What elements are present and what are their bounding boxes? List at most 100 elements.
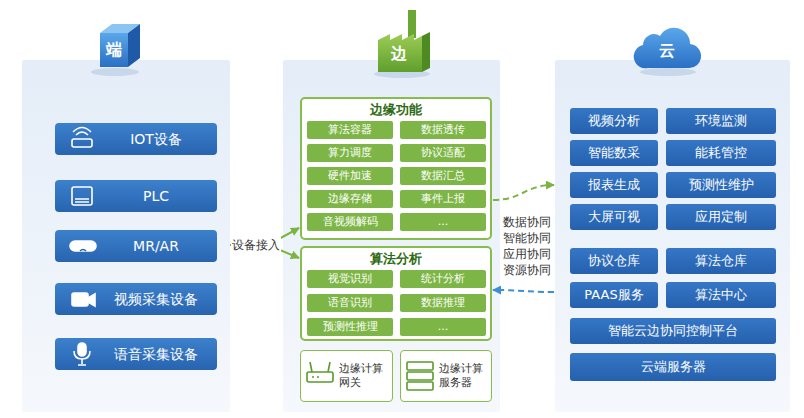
service-cell: 智能云边协同控制平台 <box>570 318 776 344</box>
hardware-box: 边缘计算 服务器 <box>400 350 492 402</box>
node-label: 算法中心 <box>695 287 747 303</box>
node-label: 算法分析 <box>302 250 490 267</box>
router-icon <box>307 362 333 382</box>
node-label: 协议仓库 <box>588 253 640 269</box>
factory-icon <box>374 10 430 78</box>
function-cell: 音视频解码 <box>307 213 393 231</box>
server-unit <box>407 362 433 370</box>
node-label: 视频分析 <box>588 113 640 129</box>
node-label: 环境监测 <box>695 113 747 129</box>
router-body <box>307 372 333 382</box>
node-label: PLC <box>143 187 169 205</box>
icon-shadow <box>91 68 139 76</box>
function-cell: 协议适配 <box>400 144 486 162</box>
node-label: 硬件加速 <box>328 169 372 183</box>
camera-icon <box>72 293 88 306</box>
node-label: 数据透传 <box>421 123 465 137</box>
node-label: 能耗管控 <box>695 145 747 161</box>
plc-icon-lines <box>75 199 89 202</box>
mic-stand <box>74 351 90 365</box>
function-cell: ... <box>400 318 486 336</box>
panel-ground <box>22 60 230 412</box>
device-button-fill <box>55 123 217 370</box>
node-label: 云端服务器 <box>641 359 706 375</box>
connector-arrow <box>493 185 554 200</box>
node-label: 协议适配 <box>421 146 465 160</box>
panel-ground <box>555 60 790 412</box>
plc-icon <box>72 187 92 205</box>
function-cell: 视觉识别 <box>307 270 393 288</box>
node-label: 智能数采 <box>588 145 640 161</box>
cloud-shape <box>634 28 701 69</box>
node-label: ... <box>438 215 449 229</box>
node-label: 语音采集设备 <box>114 345 198 363</box>
router-antenna <box>310 362 330 377</box>
goggles-notch <box>80 250 86 252</box>
button-fill <box>55 123 217 155</box>
device-icons <box>70 128 96 366</box>
node-label: 数据推理 <box>421 296 465 310</box>
tier-heading: 云 <box>659 42 675 60</box>
button-fill <box>55 180 217 212</box>
node-label: 算力调度 <box>328 146 372 160</box>
node-label: 大屏可视 <box>588 209 640 225</box>
service-cell: 能耗管控 <box>666 140 776 166</box>
device-button: IOT设备 <box>55 123 217 155</box>
node-label: 视频采集设备 <box>114 290 198 308</box>
node-label: 预测性推理 <box>323 320 378 334</box>
panel-ground <box>283 60 500 412</box>
service-cell: 报表生成 <box>570 172 658 198</box>
node-label: PAAS服务 <box>584 287 643 303</box>
service-cell: 智能数采 <box>570 140 658 166</box>
node-label: 边缘功能 <box>302 101 490 118</box>
server-unit <box>407 372 433 380</box>
edge-label: 设备接入 <box>231 237 281 253</box>
hardware-fill <box>400 350 492 402</box>
node-label: 算法容器 <box>328 123 372 137</box>
node-label: 视觉识别 <box>328 272 372 286</box>
function-cell: 算法容器 <box>307 121 393 139</box>
service-cell: 云端服务器 <box>570 353 776 381</box>
factory-side <box>422 32 430 72</box>
node-label: ... <box>438 320 449 334</box>
tier-panel: 云视频分析环境监测智能数采能耗管控报表生成预测性维护大屏可视应用定制协议仓库算法… <box>555 60 790 412</box>
service-cell: 大屏可视 <box>570 204 658 230</box>
tier-heading: 边 <box>391 45 407 63</box>
node-label: 语音识别 <box>328 296 372 310</box>
node-label: 统计分析 <box>421 272 465 286</box>
node-label: IOT设备 <box>130 130 182 148</box>
function-cell: 预测性推理 <box>307 318 393 336</box>
function-cell: 事件上报 <box>400 190 486 208</box>
button-fill <box>55 338 217 370</box>
hardware-fill <box>300 350 393 402</box>
icon-shadow <box>640 68 696 76</box>
signal-icon <box>73 128 91 136</box>
node-label: 智能云边协同控制平台 <box>608 323 738 339</box>
factory-chimney <box>408 10 416 38</box>
node-label: 边缘计算 服务器 <box>439 362 489 390</box>
mic-icon <box>78 343 86 356</box>
panel-ground <box>22 60 790 412</box>
function-cell: 数据推理 <box>400 294 486 312</box>
tier-panel: 边边缘功能算法容器数据透传算力调度协议适配硬件加速数据汇总边缘存储事件上报音视频… <box>283 60 500 412</box>
node-label: 报表生成 <box>588 177 640 193</box>
cube-side <box>128 24 140 67</box>
node-label: 预测性维护 <box>689 177 754 193</box>
camera-lens <box>88 294 95 306</box>
device-button: MR/AR <box>55 230 217 262</box>
function-cell: ... <box>400 213 486 231</box>
node-label: 边缘存储 <box>328 192 372 206</box>
goggles-icon <box>70 241 96 251</box>
node-label: 音视频解码 <box>323 215 378 229</box>
connector-arrow <box>493 290 554 292</box>
button-fill <box>55 230 217 262</box>
node-label: 事件上报 <box>421 192 465 206</box>
service-cell: 预测性维护 <box>666 172 776 198</box>
edge-tier-icon <box>91 24 140 76</box>
tier-heading: 端 <box>106 41 122 59</box>
button-fill <box>55 283 217 315</box>
sync-note: 数据协同 智能协同 应用协同 资源协同 <box>503 214 553 278</box>
function-cell: 边缘存储 <box>307 190 393 208</box>
tier-panel: 端IOT设备PLCMR/AR视频采集设备语音采集设备 <box>22 60 230 412</box>
service-cell: 算法中心 <box>666 282 776 308</box>
